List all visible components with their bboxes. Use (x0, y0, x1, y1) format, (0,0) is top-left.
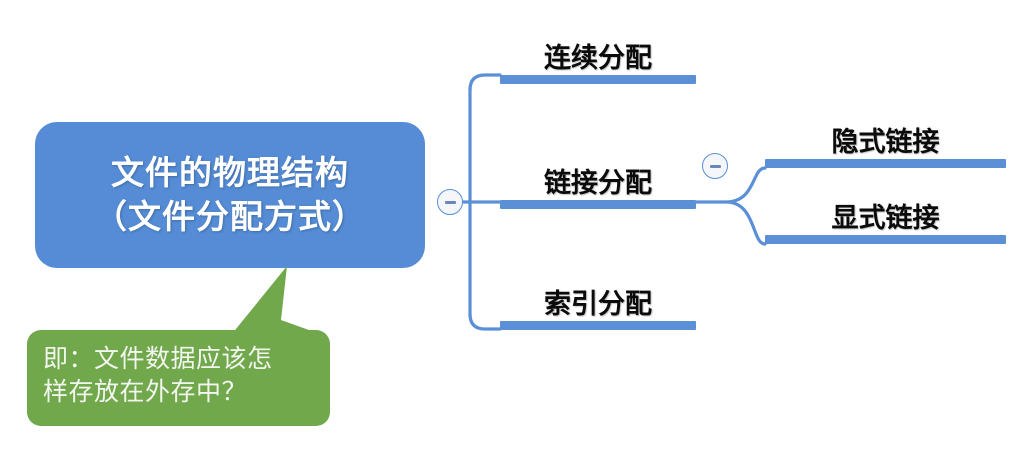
sub-branch-node-implicit-link[interactable]: 隐式链接 (765, 116, 1006, 168)
minus-glyph (444, 200, 456, 204)
collapse-minus-icon-linked-allocation[interactable] (702, 153, 728, 179)
callout-tail (227, 266, 320, 340)
callout-note: 即：文件数据应该怎 样存放在外存中？ (27, 330, 330, 426)
callout-text-line-1: 即：文件数据应该怎 (43, 346, 273, 373)
callout-text-line-2: 样存放在外存中？ (43, 379, 248, 406)
branch-node-contiguous-allocation[interactable]: 连续分配 (500, 28, 696, 84)
branch-underline-bar (500, 75, 696, 84)
branch-node-linked-allocation[interactable]: 链接分配 (500, 153, 696, 209)
branch-underline-bar (500, 321, 696, 330)
root-node[interactable]: 文件的物理结构 （文件分配方式） (35, 122, 425, 268)
sub-branch-label: 隐式链接 (831, 127, 940, 157)
branch-node-indexed-allocation[interactable]: 索引分配 (500, 274, 696, 330)
branch-label: 连续分配 (544, 43, 652, 73)
minus-glyph (709, 164, 721, 168)
sub-branch-label: 显式链接 (831, 203, 940, 233)
root-node-line-2: （文件分配方式） (94, 198, 366, 235)
sub-branch-node-explicit-link[interactable]: 显式链接 (765, 192, 1006, 244)
root-node-line-1: 文件的物理结构 (111, 154, 349, 192)
branch-underline-bar (500, 200, 696, 209)
sub-branch-underline-bar (765, 159, 1006, 168)
branch-label: 索引分配 (544, 289, 652, 319)
sub-branch-underline-bar (765, 235, 1006, 244)
collapse-minus-icon-root[interactable] (437, 189, 463, 215)
branch-label: 链接分配 (544, 168, 652, 198)
